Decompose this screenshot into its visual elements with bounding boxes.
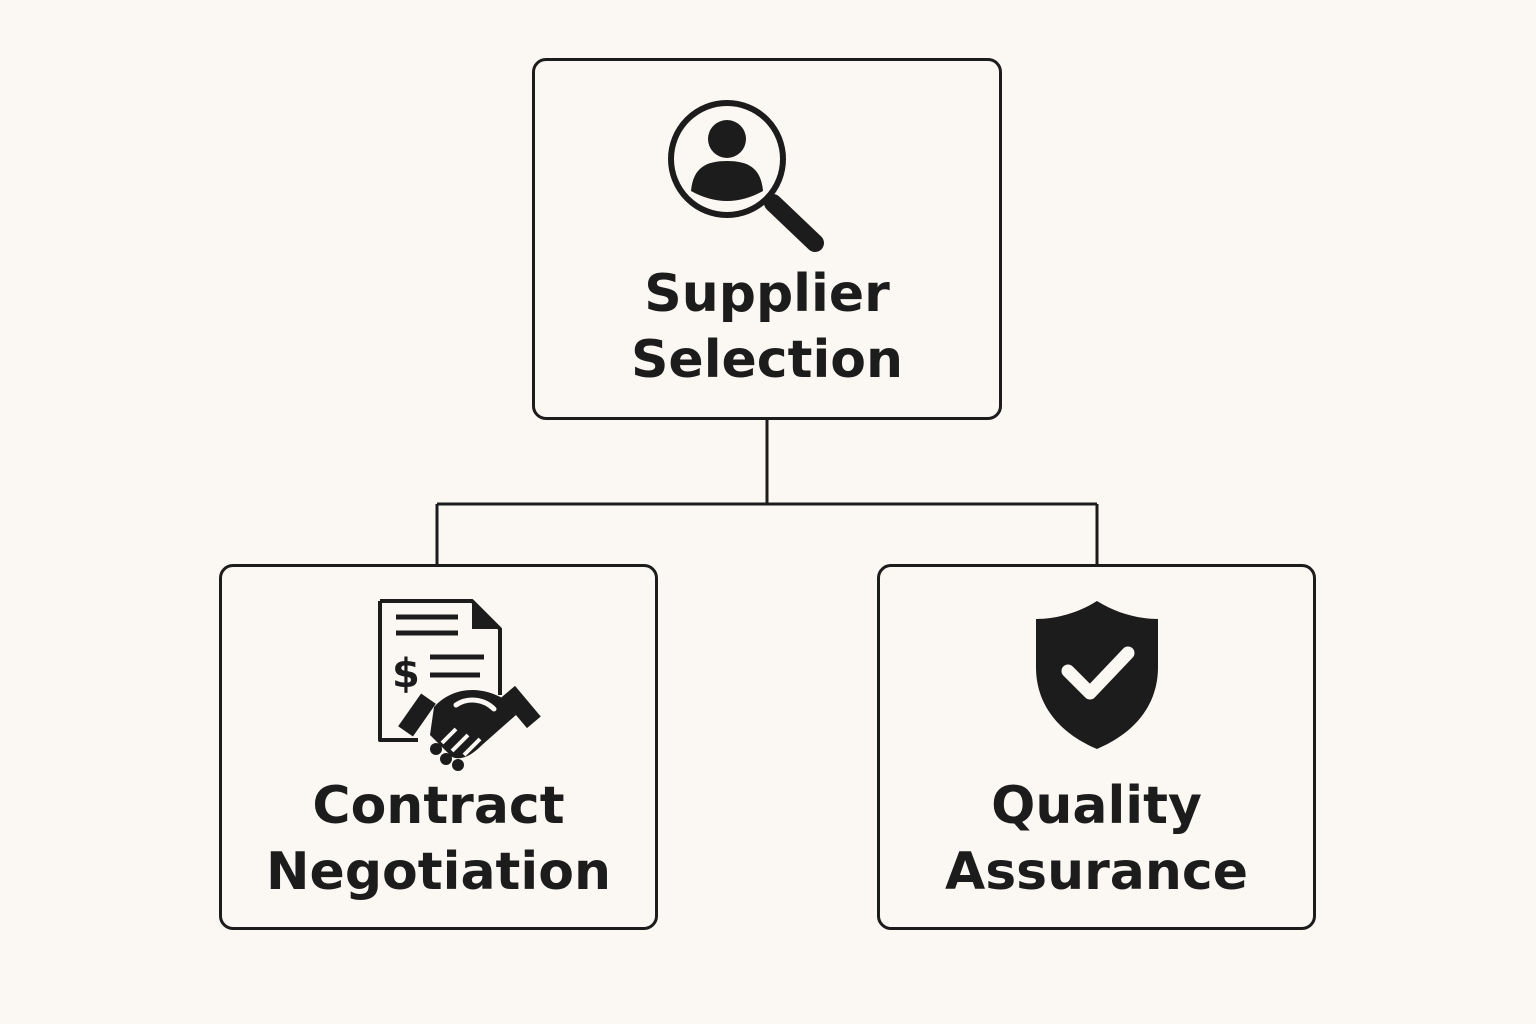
contract-negotiation-node: $ Contract Negotiation bbox=[219, 564, 658, 930]
supplier-selection-node: Supplier Selection bbox=[532, 58, 1002, 420]
shield-check-icon bbox=[1036, 601, 1158, 749]
quality-assurance-label: Quality Assurance bbox=[880, 773, 1313, 905]
quality-assurance-node: Quality Assurance bbox=[877, 564, 1316, 930]
label-line-2: Assurance bbox=[944, 842, 1248, 902]
label-line-1: Supplier bbox=[644, 264, 890, 324]
label-line-1: Contract bbox=[312, 776, 565, 836]
contract-handshake-icon: $ bbox=[378, 599, 541, 771]
label-line-2: Negotiation bbox=[266, 842, 611, 902]
contract-negotiation-label: Contract Negotiation bbox=[222, 773, 655, 905]
supplier-selection-label: Supplier Selection bbox=[535, 261, 999, 393]
label-line-2: Selection bbox=[630, 330, 904, 390]
label-line-1: Quality bbox=[991, 776, 1202, 836]
svg-text:$: $ bbox=[392, 651, 420, 697]
magnifier-person-icon bbox=[668, 100, 824, 252]
